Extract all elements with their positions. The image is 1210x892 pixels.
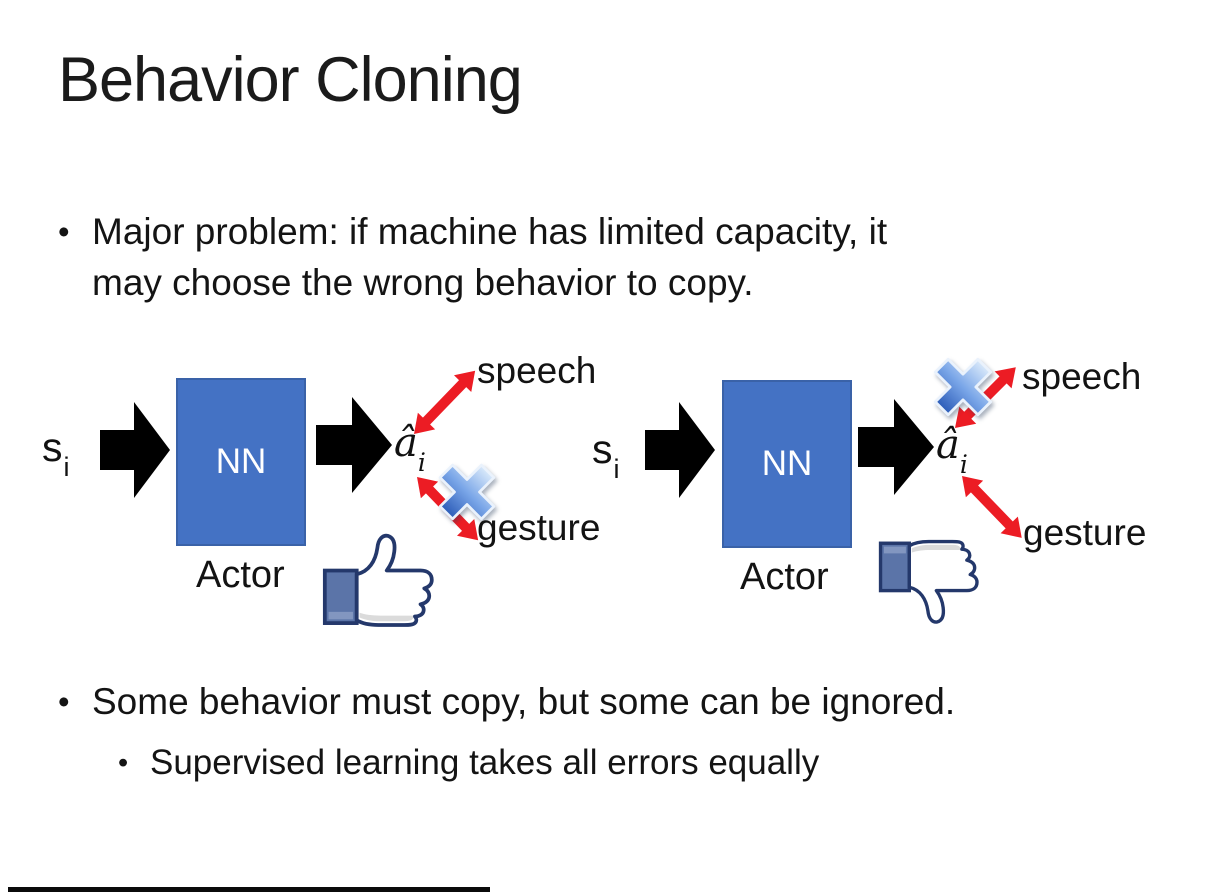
bullet-line-1: Major problem: if machine has limited ca… bbox=[92, 211, 888, 252]
speech-arrow-left bbox=[405, 362, 484, 443]
nn-label: NN bbox=[761, 444, 813, 483]
bullet-text: Major problem: if machine has limited ca… bbox=[92, 206, 887, 308]
input-arrow-icon-left bbox=[100, 402, 170, 498]
bullet-line-2: may choose the wrong behavior to copy. bbox=[92, 262, 754, 303]
bullet-marker: • bbox=[58, 683, 70, 720]
state-label-right: si bbox=[592, 426, 620, 484]
gesture-label-left: gesture bbox=[477, 507, 601, 548]
action-label-right: âi bbox=[936, 422, 968, 479]
input-arrow-icon-right bbox=[645, 402, 715, 498]
cross-out-icon-left bbox=[438, 463, 496, 521]
gesture-label-right: gesture bbox=[1023, 512, 1147, 553]
state-subscript: i bbox=[613, 454, 620, 485]
bullet-line: Supervised learning takes all errors equ… bbox=[150, 743, 820, 782]
bullet-line: Some behavior must copy, but some can be… bbox=[92, 681, 956, 722]
action-label-left: âi bbox=[394, 420, 426, 477]
output-arrow-icon-left bbox=[316, 397, 392, 493]
action-subscript: i bbox=[959, 450, 968, 479]
actor-label-left: Actor bbox=[196, 554, 285, 596]
nn-label: NN bbox=[215, 442, 267, 481]
output-arrow-icon-right bbox=[858, 399, 934, 495]
speech-label-right: speech bbox=[1022, 356, 1142, 397]
state-subscript: i bbox=[63, 452, 70, 483]
bullet-marker: • bbox=[58, 213, 70, 250]
page-title: Behavior Cloning bbox=[58, 45, 523, 115]
thumbs-down-icon bbox=[878, 539, 979, 624]
gesture-arrow-right bbox=[953, 467, 1031, 547]
thumbs-up-icon bbox=[322, 533, 434, 627]
state-base: s bbox=[42, 424, 63, 470]
actor-label-right: Actor bbox=[740, 556, 829, 598]
state-base: s bbox=[592, 426, 613, 472]
sub-bullet-supervised: • Supervised learning takes all errors e… bbox=[118, 739, 819, 787]
action-subscript: i bbox=[417, 448, 426, 477]
nn-box-left: NN bbox=[176, 378, 306, 546]
action-base: â bbox=[394, 420, 418, 466]
nn-box-right: NN bbox=[722, 380, 852, 548]
bottom-edge-bar bbox=[8, 887, 490, 892]
bullet-major-problem: • Major problem: if machine has limited … bbox=[58, 206, 887, 308]
cross-out-icon-right bbox=[933, 357, 993, 417]
bullet-some-behavior: • Some behavior must copy, but some can … bbox=[58, 676, 955, 727]
action-base: â bbox=[936, 422, 960, 468]
speech-label-left: speech bbox=[477, 350, 597, 391]
bullet-marker: • bbox=[118, 747, 129, 779]
state-label-left: si bbox=[42, 424, 70, 482]
